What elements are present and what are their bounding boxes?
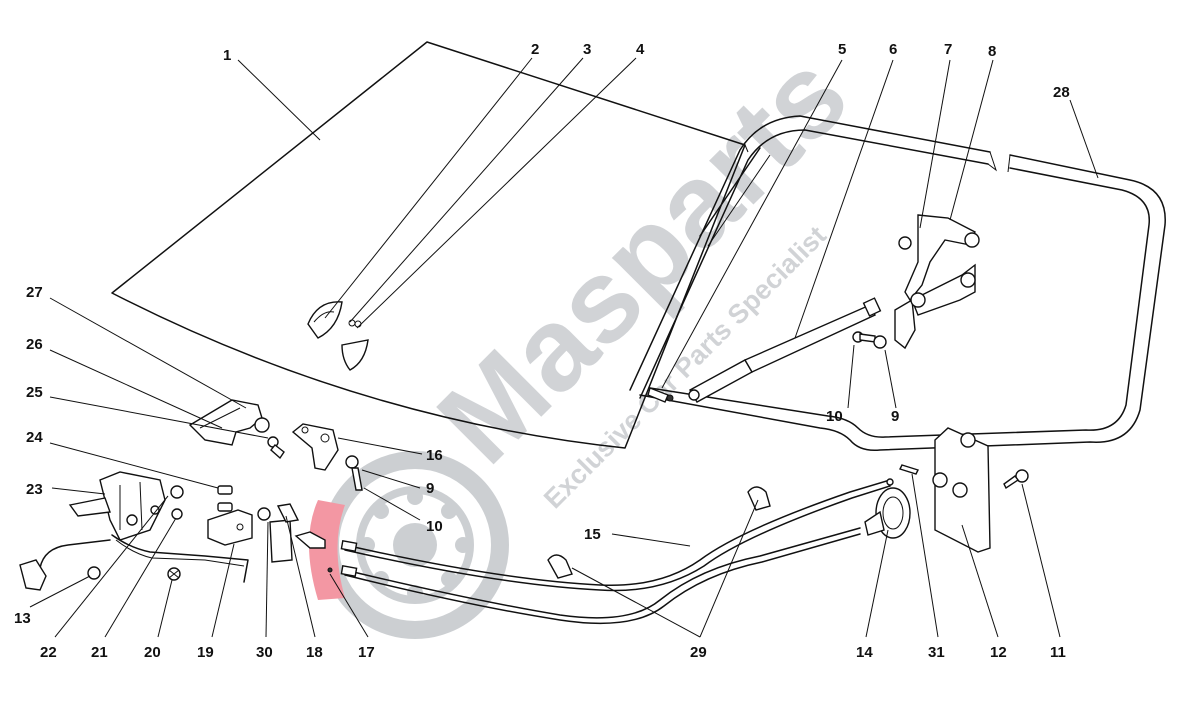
callout-18: 18 <box>306 644 323 661</box>
callout-4: 4 <box>636 41 645 58</box>
callout-1: 1 <box>223 47 231 64</box>
callout-17: 17 <box>358 644 375 661</box>
callout-5: 5 <box>838 41 846 58</box>
callout-22: 22 <box>40 644 57 661</box>
callout-16: 16 <box>426 447 443 464</box>
bolt-5 <box>647 387 674 403</box>
callout-26: 26 <box>26 336 43 353</box>
emblem-badge <box>307 301 369 371</box>
release-cable <box>340 478 894 625</box>
callout-9-left: 9 <box>426 480 434 497</box>
callout-6: 6 <box>889 41 897 58</box>
cable-clip-29 <box>547 486 771 579</box>
release-handle <box>864 487 911 539</box>
hood-latch <box>19 471 249 591</box>
callout-30: 30 <box>256 644 273 661</box>
callout-3: 3 <box>583 41 591 58</box>
callout-13: 13 <box>14 610 31 627</box>
callout-31: 31 <box>928 644 945 661</box>
clamp-19 <box>207 509 253 546</box>
connector-17 <box>294 531 333 573</box>
pin-31 <box>899 464 919 475</box>
callout-11: 11 <box>1050 644 1066 661</box>
callout-7: 7 <box>944 41 952 58</box>
callout-12: 12 <box>990 644 1007 661</box>
bolt-9-10 <box>345 455 363 491</box>
callout-28: 28 <box>1053 84 1070 101</box>
callout-20: 20 <box>144 644 161 661</box>
bracket-16 <box>291 423 339 471</box>
callout-8: 8 <box>988 43 996 60</box>
bracket-25-27 <box>188 399 285 460</box>
hood-hinge <box>852 214 980 350</box>
callout-2: 2 <box>531 41 539 58</box>
callout-23: 23 <box>26 481 43 498</box>
callout-15: 15 <box>584 526 601 543</box>
callout-19: 19 <box>197 644 214 661</box>
leader-lines <box>29 57 1099 638</box>
callout-25: 25 <box>26 384 43 401</box>
bracket-12 <box>932 427 991 553</box>
gas-strut <box>688 297 882 403</box>
guide-30 <box>257 507 293 563</box>
callout-14: 14 <box>856 644 873 661</box>
callout-24: 24 <box>26 429 43 446</box>
small-parts-left <box>87 485 233 581</box>
callout-29: 29 <box>690 644 707 661</box>
bolt-11 <box>1003 469 1029 490</box>
callout-10-left: 10 <box>426 518 443 535</box>
callout-27: 27 <box>26 284 43 301</box>
callout-labels: 1 2 3 4 5 6 7 8 28 27 26 25 24 23 16 9 1… <box>14 41 1070 661</box>
callout-21: 21 <box>91 644 108 661</box>
callout-9-right: 9 <box>891 408 899 425</box>
windshield <box>111 41 749 449</box>
callout-10-right: 10 <box>826 408 843 425</box>
bolt-18 <box>276 503 300 523</box>
